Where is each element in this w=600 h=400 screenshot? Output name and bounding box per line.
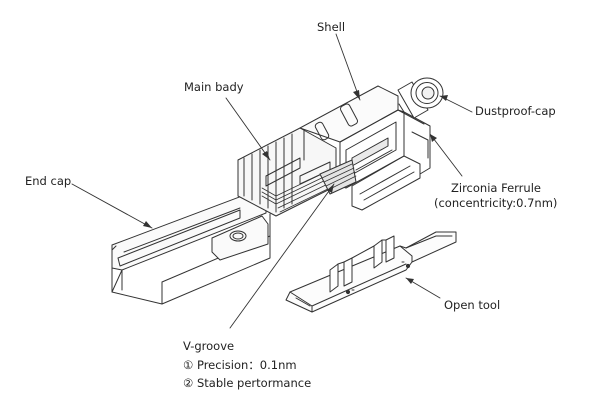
end-cap-leader bbox=[71, 183, 153, 229]
leader-arrowheads bbox=[143, 90, 448, 284]
shell-label: Shell bbox=[317, 20, 346, 34]
shell-part bbox=[299, 85, 431, 211]
shell-leader bbox=[335, 33, 361, 101]
dustproof-cap-part bbox=[397, 77, 444, 119]
main-body-leader bbox=[225, 97, 271, 161]
ferrule-leader bbox=[429, 133, 463, 177]
leader-lines bbox=[71, 33, 473, 329]
end-cap-label: End cap bbox=[25, 174, 72, 188]
v-groove-leader bbox=[229, 183, 335, 329]
ferrule-concentricity-label: (concentricity:0.7nm) bbox=[434, 196, 558, 210]
v-groove-label: V-groove bbox=[183, 339, 235, 353]
end-cap-part bbox=[111, 186, 271, 305]
v-groove-precision-note: ① Precision：0.1nm bbox=[183, 358, 297, 372]
main-body-part bbox=[237, 127, 337, 217]
dustproof-cap-label: Dustproof-cap bbox=[475, 104, 556, 118]
main-body-label: Main bady bbox=[184, 80, 244, 94]
v-groove-part bbox=[319, 159, 357, 195]
open-tool-label: Open tool bbox=[444, 298, 501, 312]
v-groove-performance-note: ② Stable pertormance bbox=[183, 376, 312, 390]
zirconia-ferrule-label: Zirconia Ferrule bbox=[451, 181, 541, 195]
open-tool-part bbox=[285, 231, 457, 313]
